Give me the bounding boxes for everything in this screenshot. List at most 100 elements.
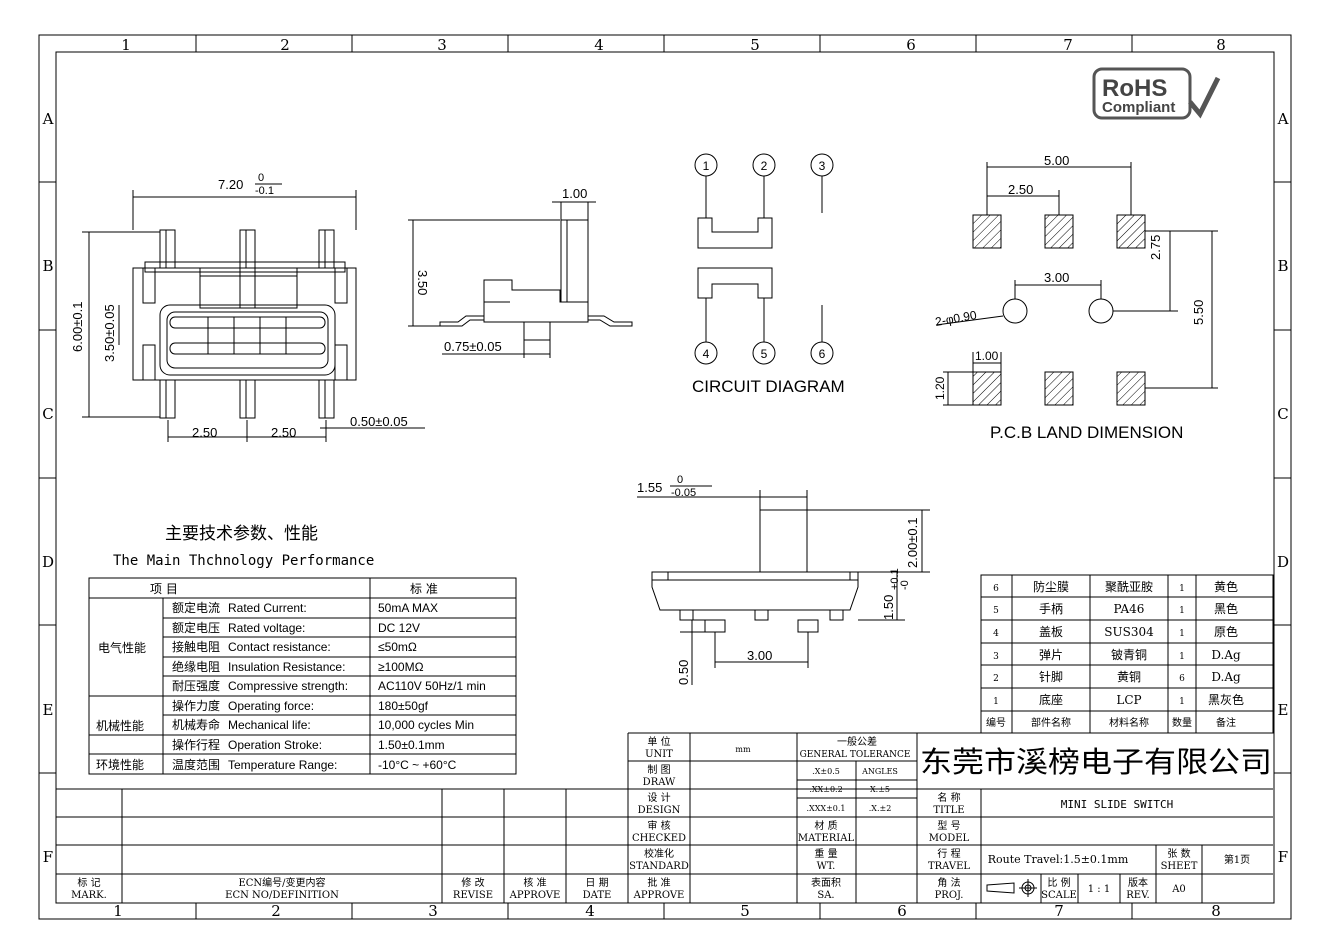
pcb-dim-v1: 2.75 bbox=[1148, 235, 1163, 260]
title-block: 单 位 UNIT mm 一般公差 GENERAL TOLERANCE .X±0.… bbox=[56, 732, 1273, 903]
dim-body-height: 1.50 bbox=[881, 595, 896, 620]
pcb-title: P.C.B LAND DIMENSION bbox=[990, 423, 1183, 442]
mark-label-en: MARK. bbox=[71, 890, 107, 901]
perf-title-en: The Main Thchnology Performance bbox=[113, 553, 374, 569]
title-value: MINI SLIDE SWITCH bbox=[1061, 798, 1174, 811]
front-view: 1.55 0 -0.05 2.00±0.1 1.50 +0.1 -0 3.00 … bbox=[637, 474, 930, 685]
row-label: F bbox=[1278, 848, 1288, 866]
row-label: E bbox=[43, 701, 54, 719]
perf-group-mechanical: 机械性能 bbox=[96, 718, 144, 733]
col-label: 1 bbox=[113, 902, 123, 920]
bom-cell: 铍青铜 bbox=[1111, 647, 1147, 662]
bom-cell: 5 bbox=[993, 606, 999, 616]
revise-label-cn: 修 改 bbox=[461, 876, 484, 889]
perf-title-cn: 主要技术参数、性能 bbox=[165, 524, 318, 544]
dim-height: 3.50 bbox=[415, 270, 430, 295]
bom-header: 备注 bbox=[1216, 716, 1236, 729]
bom-header: 数量 bbox=[1172, 716, 1192, 729]
perf-row-value: DC 12V bbox=[378, 621, 420, 635]
frame-ticks bbox=[39, 35, 1291, 919]
dim-width-tol-upper: 0 bbox=[258, 172, 264, 184]
checked-label-en: CHECKED bbox=[632, 833, 686, 844]
perf-row-en: Insulation Resistance: bbox=[228, 660, 345, 674]
bom-cell: 底座 bbox=[1039, 692, 1063, 707]
bom-cell: SUS304 bbox=[1104, 625, 1154, 639]
perf-row-cn: 机械寿命 bbox=[172, 717, 220, 732]
tolerance-cell: ANGLES bbox=[861, 767, 898, 776]
pcb-pad-height: 1.20 bbox=[933, 376, 947, 400]
perf-row-en: Temperature Range: bbox=[228, 758, 337, 772]
perf-row-cn: 操作行程 bbox=[172, 737, 220, 752]
dim-pin-span: 3.00 bbox=[747, 648, 772, 663]
col-label: 2 bbox=[280, 36, 290, 54]
row-label: E bbox=[1278, 701, 1289, 719]
frame-labels: 1 2 3 4 5 6 7 8 1 2 3 4 5 6 7 8 A B C D … bbox=[42, 36, 1289, 920]
rohs-text: RoHS bbox=[1102, 75, 1167, 102]
pin-number: 1 bbox=[703, 159, 710, 173]
dim-knob-width: 1.55 bbox=[637, 480, 662, 495]
perf-row-value: 50mA MAX bbox=[378, 601, 438, 615]
dim-pin-height: 0.50 bbox=[676, 660, 691, 685]
top-view: 7.20 0 -0.1 6.00±0.1 3.50±0.05 bbox=[70, 172, 425, 442]
material-label-cn: 材 质 bbox=[814, 819, 837, 832]
row-label: D bbox=[1277, 553, 1289, 571]
perf-header-standard: 标 准 bbox=[410, 582, 438, 596]
bom-cell: 2 bbox=[993, 674, 999, 684]
travel-value: Route Travel:1.5±0.1mm bbox=[988, 853, 1129, 866]
rev-label-cn: 版本 bbox=[1128, 876, 1148, 889]
scale-label-cn: 比 例 bbox=[1047, 876, 1070, 889]
bom-cell: 1 bbox=[993, 697, 999, 707]
pin-number: 4 bbox=[703, 347, 710, 361]
pin-number: 2 bbox=[761, 159, 768, 173]
bom-cell: 黑灰色 bbox=[1208, 693, 1244, 707]
perf-row-en: Rated voltage: bbox=[228, 621, 305, 635]
perf-row-cn: 接触电阻 bbox=[172, 639, 220, 654]
perf-row-value: ≥100MΩ bbox=[378, 660, 424, 674]
tolerance-cell: .XX±0.2 bbox=[809, 785, 842, 794]
sheet-label-en: SHEET bbox=[1161, 861, 1198, 872]
col-label: 8 bbox=[1216, 36, 1226, 54]
design-label-cn: 设 计 bbox=[647, 791, 670, 804]
bom-cell: 聚酰亚胺 bbox=[1105, 580, 1153, 594]
dim-knob-tol-upper: 0 bbox=[677, 474, 683, 486]
dim-knob-height: 2.00±0.1 bbox=[905, 517, 920, 568]
dim-thickness: 0.75±0.05 bbox=[444, 339, 502, 354]
dim-width-tol-lower: -0.1 bbox=[255, 185, 274, 197]
perf-row-cn: 额定电流 bbox=[172, 600, 220, 615]
bom-cell: 1 bbox=[1179, 584, 1185, 594]
perf-row-cn: 绝缘电阻 bbox=[172, 659, 220, 674]
standard-label-cn: 校准化 bbox=[644, 847, 674, 860]
scale-label-en: SCALE bbox=[1041, 890, 1077, 901]
weight-label-en: WT. bbox=[817, 861, 836, 872]
bom-cell: 4 bbox=[993, 629, 999, 639]
perf-row-value: -10°C ~ +60°C bbox=[378, 758, 457, 772]
tolerance-cell: .X±0.5 bbox=[812, 767, 840, 776]
bom-cell: 6 bbox=[993, 584, 999, 594]
col-label: 3 bbox=[437, 36, 447, 54]
title-label-cn: 名 称 bbox=[937, 791, 960, 804]
perf-row-value: 180±50gf bbox=[378, 699, 429, 713]
outer-border bbox=[38, 34, 1292, 920]
company-name: 东莞市溪榜电子有限公司 bbox=[920, 745, 1272, 779]
side-view: 1.00 3.50 0.75±0.05 bbox=[408, 186, 633, 358]
bom-cell: D.Ag bbox=[1211, 670, 1241, 684]
tolerance-cell: X.±5 bbox=[870, 785, 890, 794]
dim-width: 7.20 bbox=[218, 177, 243, 192]
perf-row-value: 1.50±0.1mm bbox=[378, 738, 445, 752]
pcb-pad-width: 1.00 bbox=[975, 349, 999, 363]
model-label-cn: 型 号 bbox=[937, 819, 960, 832]
row-label: A bbox=[1277, 110, 1289, 128]
pin-number: 5 bbox=[761, 347, 768, 361]
dim-body-tol-lower: -0 bbox=[899, 580, 911, 590]
perf-header-item: 项 目 bbox=[150, 582, 178, 596]
dim-body-tol-upper: +0.1 bbox=[889, 568, 901, 590]
bom-cell: 3 bbox=[993, 652, 999, 662]
tolerance-cell: .X.±2 bbox=[869, 804, 892, 813]
perf-row-en: Compressive strength: bbox=[228, 679, 348, 693]
travel-label-en: TRAVEL bbox=[928, 861, 970, 872]
date-label-cn: 日 期 bbox=[585, 877, 608, 889]
bom-cell: PA46 bbox=[1114, 602, 1145, 616]
bom-cell: 1 bbox=[1179, 606, 1185, 616]
dim-knob-tol-lower: -0.05 bbox=[671, 487, 696, 499]
